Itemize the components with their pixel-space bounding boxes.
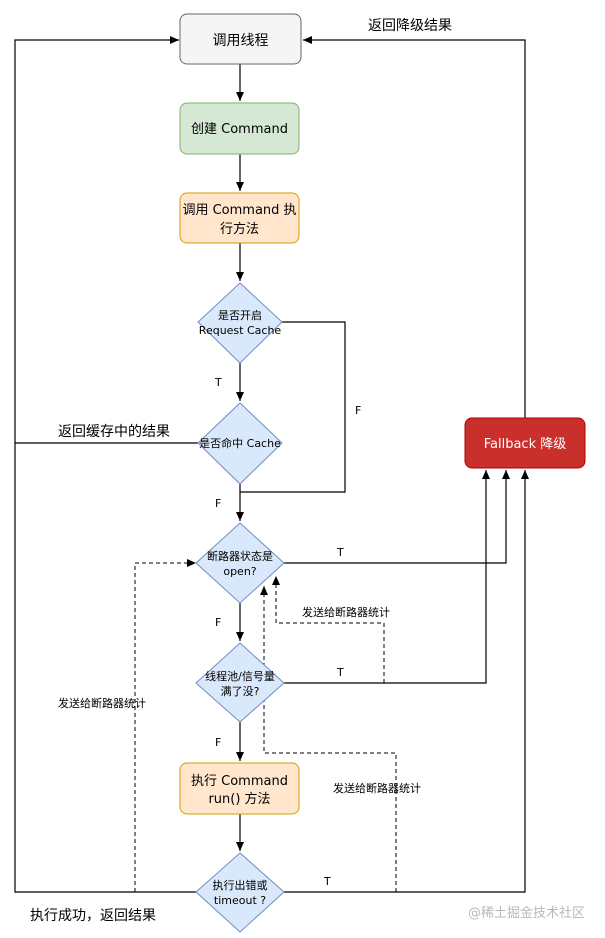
edge-hit-true-to-start	[14, 442, 198, 893]
edge-pool-full-to-fallback	[284, 470, 490, 684]
edge-breaker-open-to-fallback	[284, 470, 510, 564]
report-label-pool: 发送给断路器统计	[302, 605, 390, 619]
decision-cache-hit: 是否命中 Cache	[197, 402, 283, 485]
node-execute-command: 调用 Command 执 行方法	[179, 192, 300, 244]
fallback-label: Fallback 降级	[484, 437, 567, 452]
decision-breaker-open: 断路器状态是 open?	[195, 522, 285, 604]
report-label-right: 发送给断路器统计	[333, 781, 421, 795]
pool-label-1: 线程池/信号量	[205, 669, 275, 683]
create-command-label: 创建 Command	[191, 122, 288, 137]
dashed-edges	[134, 559, 397, 892]
request-cache-label-1: 是否开启	[218, 309, 262, 322]
label-cache-false: F	[355, 404, 361, 417]
edge-error-to-fallback	[284, 470, 529, 893]
breaker-label-2: open?	[223, 565, 256, 578]
node-create-command: 创建 Command	[179, 102, 300, 155]
execute-command-label-2: 行方法	[220, 221, 259, 237]
label-breaker-true: T	[336, 546, 344, 559]
edge-pool-report	[272, 576, 385, 683]
node-run-command: 执行 Command run() 方法	[179, 762, 300, 815]
label-hit-false: F	[215, 497, 221, 510]
edge-error-report-left	[134, 559, 196, 892]
return-cache-label: 返回缓存中的结果	[58, 424, 170, 440]
start-label: 调用线程	[213, 33, 269, 49]
run-command-label-1: 执行 Command	[191, 774, 288, 789]
decision-error-timeout: 执行出错或 timeout ?	[195, 852, 285, 933]
error-label-2: timeout ?	[214, 894, 266, 907]
report-label-left: 发送给断路器统计	[58, 696, 146, 710]
label-error-true: T	[323, 875, 331, 888]
request-cache-label-2: Request Cache	[199, 324, 282, 337]
label-breaker-false: F	[215, 616, 221, 629]
decision-pool-full: 线程池/信号量 满了没?	[195, 642, 285, 723]
node-start: 调用线程	[179, 13, 302, 65]
edge-error-report-right	[260, 586, 397, 892]
breaker-label-1: 断路器状态是	[207, 549, 273, 563]
pool-label-2: 满了没?	[221, 685, 260, 698]
cache-hit-label: 是否命中 Cache	[199, 436, 281, 450]
edge-success-return-to-start	[14, 36, 179, 443]
decision-request-cache: 是否开启 Request Cache	[197, 282, 283, 364]
node-fallback: Fallback 降级	[464, 417, 586, 469]
label-pool-false: F	[215, 736, 221, 749]
edge-cache-false-to-breaker	[240, 321, 346, 493]
return-fallback-label: 返回降级结果	[368, 18, 452, 34]
solid-edges	[14, 36, 529, 893]
run-command-label-2: run() 方法	[208, 791, 270, 807]
error-label-1: 执行出错或	[213, 878, 268, 892]
return-success-label: 执行成功，返回结果	[30, 908, 156, 924]
label-pool-true: T	[336, 666, 344, 679]
label-cache-true: T	[214, 376, 222, 389]
execute-command-label-1: 调用 Command 执	[182, 203, 296, 218]
edge-fallback-to-start	[303, 36, 526, 418]
watermark: @稀土掘金技术社区	[468, 905, 585, 921]
